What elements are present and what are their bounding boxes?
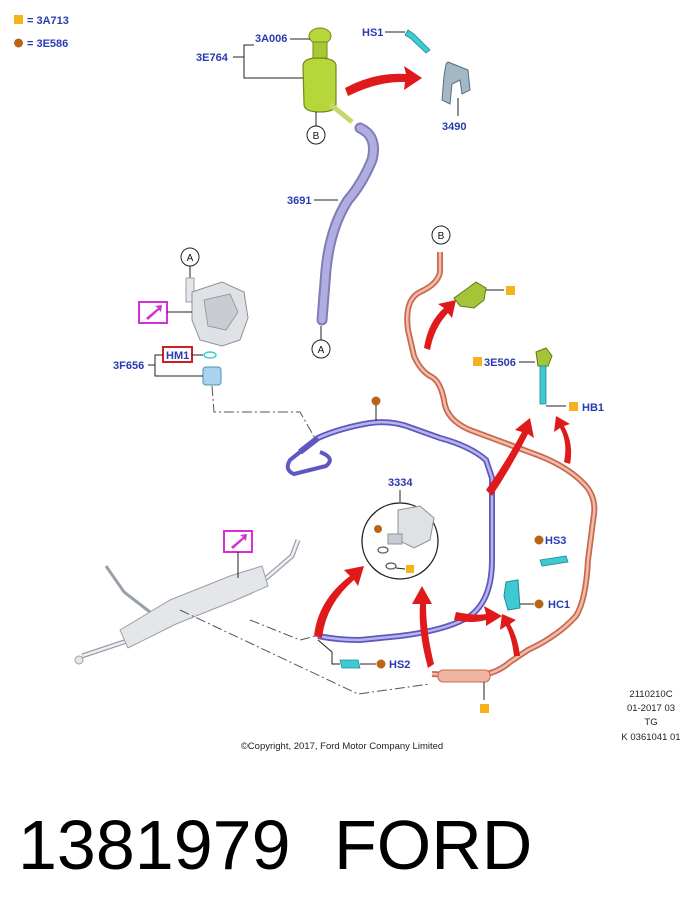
pressure-line — [285, 396, 495, 644]
legend-square-swatch — [14, 15, 23, 24]
arrow-to-hb1 — [554, 416, 572, 464]
hm1-oring — [203, 351, 217, 359]
hb1-bolt — [539, 365, 547, 405]
brand-name: FORD — [334, 806, 533, 884]
connector-a-hose — [311, 339, 331, 359]
return-line-fitting — [437, 669, 491, 683]
legend-dot-swatch — [14, 38, 23, 48]
legend-dot-label: = 3E586 — [27, 38, 68, 50]
label-hs3: HS3 — [545, 535, 566, 547]
reservoir-body — [302, 57, 337, 113]
label-3e764: 3E764 — [196, 52, 229, 64]
clip-hc1: HS3 HC1 — [503, 535, 570, 611]
hs2-screw — [339, 659, 361, 669]
connector-b-top — [306, 125, 326, 145]
ref-code-2: 01-2017 03 — [627, 703, 675, 714]
reservoir-assembly: B 3A006 3E764 — [196, 27, 354, 145]
ref-code-1: 2110210C — [629, 689, 672, 700]
detail-square — [406, 565, 414, 573]
svg-text:A: A — [187, 253, 194, 264]
upper-clip — [453, 281, 515, 309]
hs3-dot — [534, 535, 544, 545]
bolt-3e506: 3E506 HB1 — [473, 347, 604, 414]
part-number: 1381979 — [18, 806, 291, 884]
hc1-dot — [534, 599, 544, 609]
ref-code-3: TG — [644, 717, 657, 728]
detail-oring-2 — [385, 562, 397, 570]
detail-3334: 3334 — [361, 477, 439, 580]
upper-clip-square — [506, 286, 515, 295]
label-hs1: HS1 — [362, 27, 383, 39]
copyright-text: ©Copyright, 2017, Ford Motor Company Lim… — [241, 741, 443, 752]
hs2-dot — [376, 659, 386, 669]
hs1-screw — [404, 29, 431, 54]
arrow-to-detail-right — [412, 586, 434, 668]
screw-hs2: HS2 — [317, 639, 410, 671]
pressure-line-dot — [371, 396, 381, 406]
svg-text:B: B — [313, 131, 320, 142]
legend-square-label: = 3A713 — [27, 15, 69, 27]
arrow-reservoir-to-bracket — [345, 66, 422, 96]
svg-text:A: A — [318, 345, 325, 356]
label-3e506-square — [473, 357, 482, 366]
label-hs2: HS2 — [389, 659, 410, 671]
arrow-to-bolt — [486, 418, 534, 496]
bracket-assembly: HS1 3490 — [362, 27, 471, 133]
tie-rod-end-left — [74, 655, 84, 665]
pressure-line-pump-loop — [285, 436, 332, 477]
steering-rack — [74, 530, 301, 665]
pump-inlet-pipe — [185, 277, 195, 303]
hs3-screw — [539, 555, 569, 567]
connector-b-return — [431, 225, 451, 245]
label-3334: 3334 — [388, 477, 413, 489]
detail-oring-1 — [377, 546, 389, 554]
reservoir-outlet — [328, 102, 354, 124]
rack-input-shaft — [104, 565, 151, 614]
label-3f656: 3F656 — [113, 360, 144, 372]
arrow-to-green-clip — [424, 300, 456, 350]
part-footer: 1381979 FORD — [18, 800, 678, 890]
pump-fitting-3f656 — [202, 366, 222, 386]
return-line: B — [404, 225, 598, 713]
power-steering-diagram: = 3A713 = 3E586 B 3A006 3E764 HS1 3490 3… — [14, 15, 681, 752]
green-clip — [453, 281, 487, 309]
hc1-clip — [503, 579, 521, 611]
label-hb1: HB1 — [582, 402, 604, 414]
return-hose — [404, 252, 598, 680]
label-hb1-square — [569, 402, 578, 411]
pump-assembly: A HM1 3F656 — [113, 247, 317, 441]
hose-3691 — [316, 122, 379, 326]
ref-code-4: K 0361041 01 — [621, 732, 680, 743]
label-3490: 3490 — [442, 121, 466, 133]
arrow-to-hc1-left — [454, 606, 502, 626]
reservoir-neck — [312, 41, 328, 59]
label-3691: 3691 — [287, 195, 311, 207]
label-hm1: HM1 — [166, 350, 189, 362]
feed-hose: 3691 A — [287, 122, 379, 359]
arrow-to-hc1-right — [500, 614, 520, 656]
rack-housing — [119, 565, 269, 649]
label-3a006: 3A006 — [255, 33, 287, 45]
detail-dot — [374, 525, 382, 533]
rack-highlight-icon — [231, 534, 247, 549]
reference-codes: 2110210C 01-2017 03 TG K 0361041 01 — [621, 689, 680, 743]
arrow-to-detail-left — [314, 566, 364, 638]
return-line-square — [480, 704, 489, 713]
legend: = 3A713 = 3E586 — [14, 15, 69, 50]
pump-highlight-icon — [146, 305, 162, 320]
green-bracket-small — [535, 347, 553, 367]
label-hc1: HC1 — [548, 599, 570, 611]
svg-text:B: B — [438, 231, 445, 242]
bracket-3490 — [441, 61, 471, 105]
label-3e506: 3E506 — [484, 357, 516, 369]
